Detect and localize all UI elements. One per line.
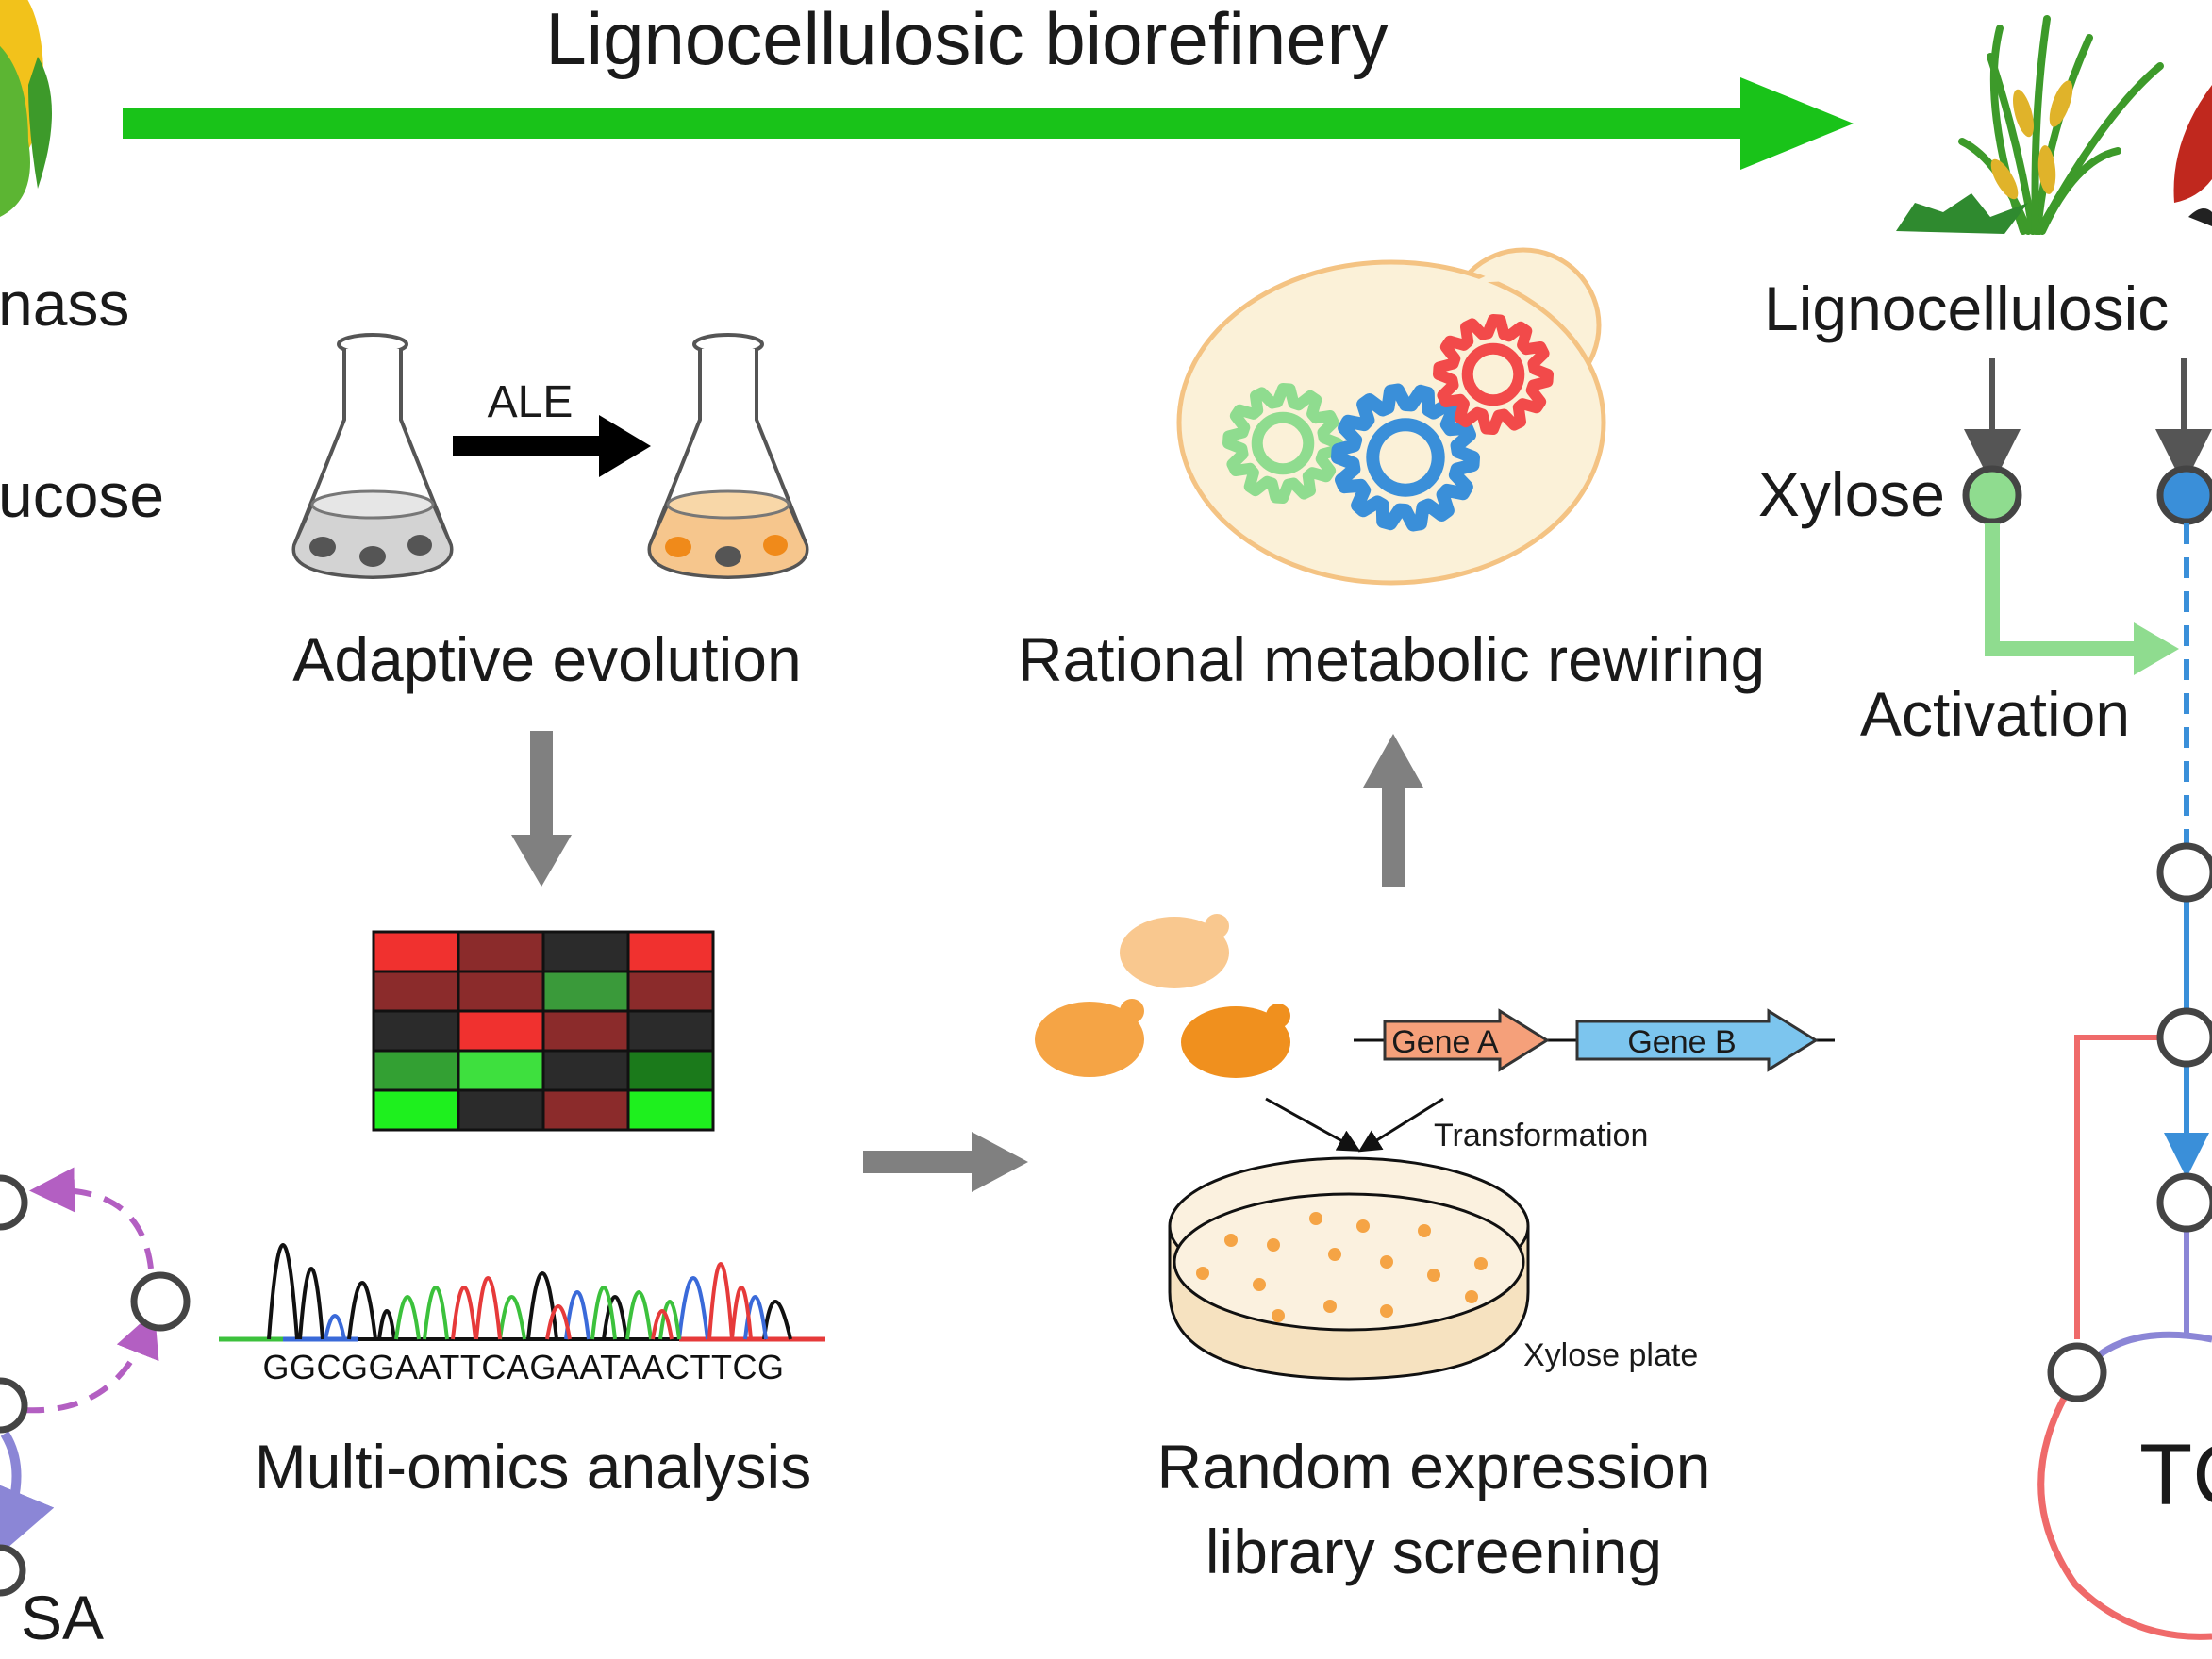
down-gray-arrow	[511, 731, 572, 887]
flask-after-icon	[647, 333, 809, 580]
gene-construct	[1354, 1008, 1835, 1072]
heatmap-cell	[372, 1049, 460, 1092]
glucose-node	[2156, 465, 2212, 525]
magenta-dashed-arrow-bottom	[23, 1310, 159, 1414]
heatmap-cell	[541, 930, 630, 973]
gene-a-arrow	[1383, 1008, 1550, 1072]
yeast-cells-icon	[1035, 914, 1290, 1078]
metabolite-node	[0, 1544, 26, 1597]
right-gray-arrow	[863, 1132, 1028, 1192]
header-title: Lignocellulosic biorefinery	[545, 0, 1388, 80]
metabolite-node	[0, 1377, 28, 1434]
biomass-label: nass	[0, 269, 129, 339]
heatmap-cell	[457, 1049, 545, 1092]
metabolite-node	[130, 1271, 191, 1332]
heatmap-cell	[372, 970, 460, 1013]
omics-heatmap	[372, 930, 715, 1132]
magenta-dashed-arrow-top	[29, 1167, 154, 1269]
heatmap-cell	[626, 1049, 715, 1092]
gene-b-arrow	[1575, 1008, 1819, 1072]
ale-label: ALE	[488, 377, 574, 427]
heatmap-cell	[372, 1009, 460, 1053]
glucose-label: ucose	[0, 460, 164, 530]
gene-a-label: Gene A	[1391, 1024, 1499, 1060]
grass-seed-icon	[1990, 80, 2073, 200]
metabolite-node	[2047, 1342, 2107, 1402]
heatmap-cell	[626, 930, 715, 973]
heatmap-cell	[626, 1009, 715, 1053]
xylose-node	[1962, 465, 2022, 525]
heatmap-cell	[541, 1049, 630, 1092]
up-gray-arrow	[1363, 734, 1423, 887]
metabolite-node	[2156, 1172, 2212, 1233]
activation-label: Activation	[1860, 679, 2130, 749]
metabolite-node	[0, 1174, 28, 1231]
library-caption-line2: library screening	[1206, 1517, 1662, 1586]
biorefinery-arrow	[123, 77, 1854, 170]
blue-gear-icon	[1331, 383, 1480, 532]
tca-label: TC	[2139, 1427, 2212, 1523]
metabolite-node	[2156, 1007, 2212, 1068]
heatmap-cell	[626, 970, 715, 1013]
activation-arrow	[1985, 523, 2179, 675]
multi-omics-caption: Multi-omics analysis	[255, 1432, 811, 1501]
heatmap-cell	[541, 970, 630, 1013]
heatmap-cell	[626, 1088, 715, 1132]
xylose-plate-label: Xylose plate	[1523, 1337, 1698, 1373]
transformation-arrow-right	[1357, 1097, 1444, 1153]
purple-arrow	[0, 1431, 55, 1563]
adaptive-evolution-caption: Adaptive evolution	[292, 624, 801, 694]
heatmap-cell	[372, 1088, 460, 1132]
red-gear-icon	[1433, 314, 1554, 435]
rational-rewiring-caption: Rational metabolic rewiring	[1018, 624, 1765, 694]
gene-b-label: Gene B	[1627, 1024, 1736, 1060]
transformation-arrow-left	[1265, 1097, 1361, 1152]
xylose-plate-icon	[1168, 1156, 1530, 1381]
left-network	[0, 1167, 191, 1597]
heatmap-cell	[541, 1088, 630, 1132]
pepper-icon	[2173, 85, 2212, 226]
lignocellulosic-label: Lignocellulosic	[1764, 274, 2169, 343]
library-caption-line1: Random expression	[1157, 1432, 1711, 1501]
grass-base-icon	[1896, 193, 2028, 234]
chromatogram	[219, 1243, 825, 1342]
xylose-label: Xylose	[1758, 459, 1945, 529]
heatmap-cell	[541, 1009, 630, 1053]
heatmap-cell	[457, 930, 545, 973]
heatmap-cell	[372, 930, 460, 973]
transformation-label: Transformation	[1434, 1118, 1648, 1153]
ale-arrow	[453, 415, 651, 477]
metabolite-node	[2156, 842, 2212, 903]
grass-plant-icon	[1958, 15, 2164, 235]
red-bypass-path	[2074, 1035, 2160, 1339]
flask-before-icon	[291, 333, 454, 580]
dna-sequence: GGCGGAATTCAGAATAACTTCG	[262, 1348, 784, 1386]
heatmap-cell	[457, 970, 545, 1013]
heatmap-cell	[457, 1088, 545, 1132]
heatmap-cell	[457, 1009, 545, 1053]
sa-label: SA	[21, 1583, 104, 1652]
green-gear-icon	[1222, 383, 1343, 504]
corn-icon	[0, 0, 52, 217]
